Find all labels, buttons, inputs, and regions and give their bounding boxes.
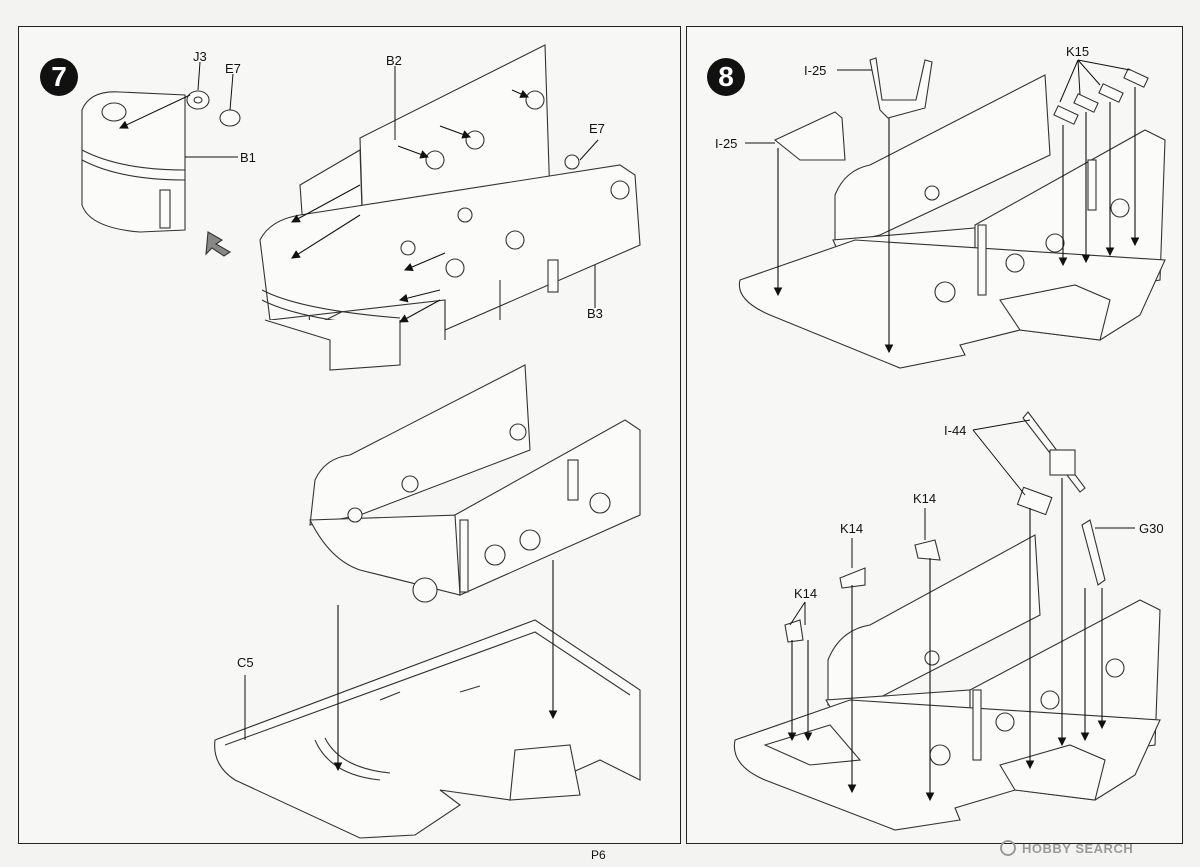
- hobby-search-watermark: HOBBY SEARCH: [1000, 840, 1133, 856]
- part-i25-top-drawing: [869, 57, 933, 119]
- label-b2: B2: [386, 53, 402, 68]
- label-i25-top: I-25: [804, 63, 827, 78]
- hobbysearch-logo-icon: [1000, 840, 1016, 856]
- label-k14-a: K14: [840, 521, 864, 536]
- label-i44: I-44: [944, 423, 967, 438]
- step-8-badge: 8: [707, 58, 745, 96]
- label-e7-right: E7: [589, 121, 605, 136]
- label-b1: B1: [240, 150, 256, 165]
- label-g30: G30: [1139, 521, 1164, 536]
- label-e7-top: E7: [225, 61, 241, 76]
- part-b1-drawing: [81, 91, 186, 233]
- part-k15-drawing: [1053, 68, 1149, 125]
- label-k15: K15: [1066, 44, 1090, 59]
- part-i25-left-drawing: [773, 111, 846, 161]
- label-j3: J3: [193, 49, 207, 64]
- part-c5-drawing: [214, 619, 641, 839]
- step8-upper-assembly-drawing: [738, 74, 1166, 369]
- part-j3-e7-drawing: [186, 90, 241, 127]
- step8-lower-assembly-drawing: [733, 534, 1161, 831]
- page-number: P6: [591, 848, 606, 862]
- label-i25-left: I-25: [715, 136, 738, 151]
- label-k14-b: K14: [913, 491, 937, 506]
- label-k14-c: K14: [794, 586, 818, 601]
- label-c5: C5: [237, 655, 254, 670]
- step-7-badge: 7: [40, 58, 78, 96]
- assembled-hull-drawing: [309, 364, 641, 603]
- part-i44-k14-g30-drawing: [784, 411, 1106, 643]
- watermark-text: HOBBY SEARCH: [1022, 840, 1134, 856]
- label-b3: B3: [587, 306, 603, 321]
- part-b3-drawing: [259, 154, 641, 371]
